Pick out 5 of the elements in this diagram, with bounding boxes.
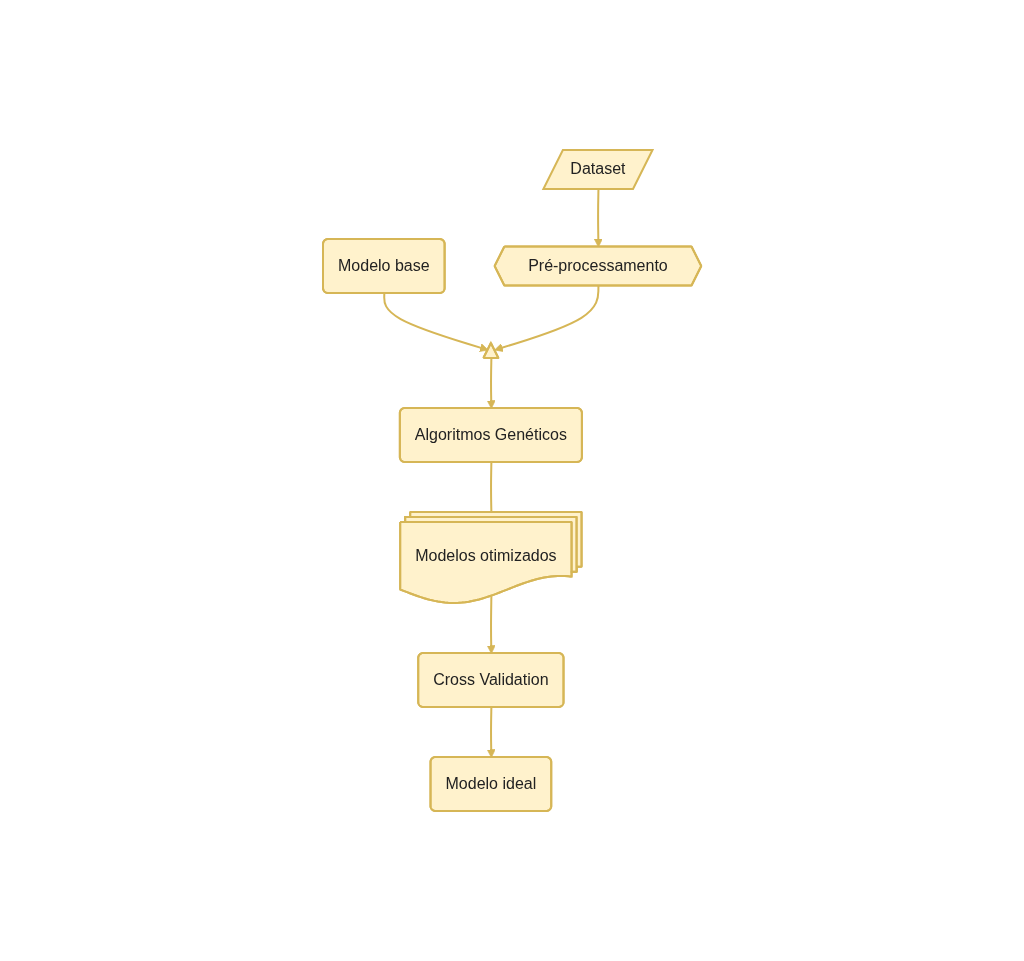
arrow [486,706,496,758]
arrow [383,292,489,352]
arrow [486,595,496,654]
arrow [494,285,600,352]
arrow [486,357,496,409]
